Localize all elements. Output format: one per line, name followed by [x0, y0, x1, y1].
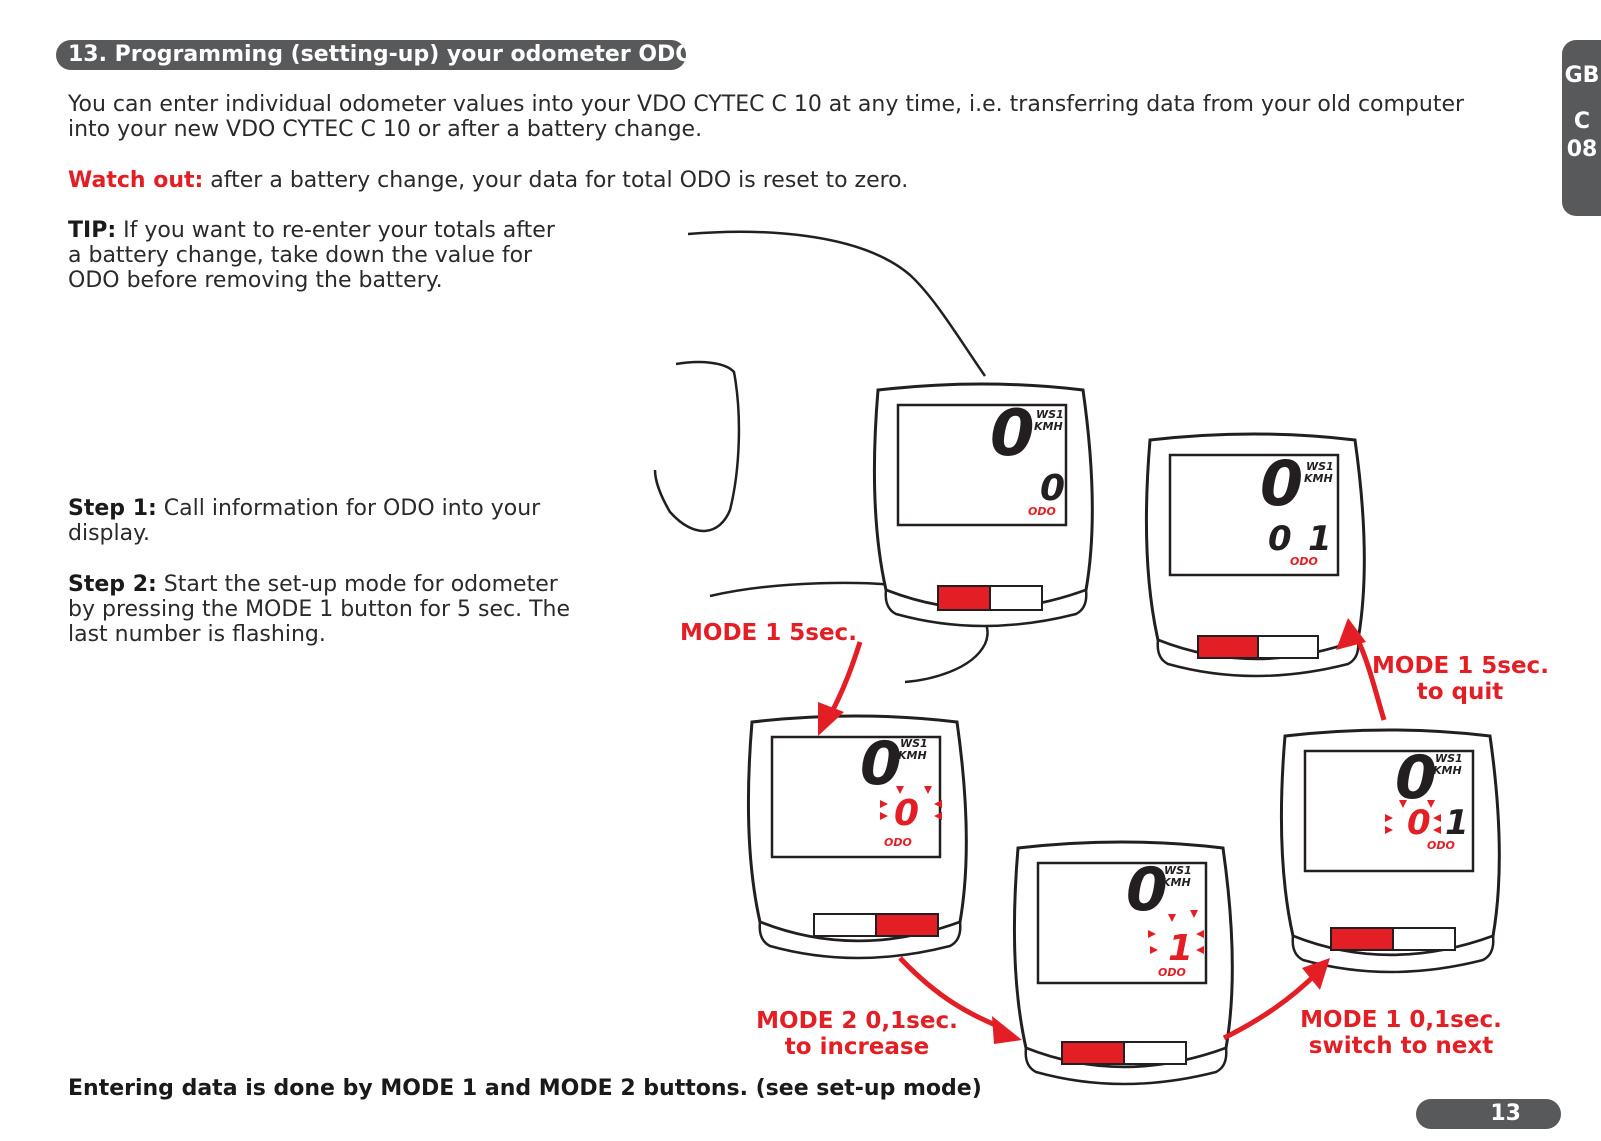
caption-quit-line1: MODE 1 5sec. — [1372, 653, 1549, 679]
watch-out-text: after a battery change, your data for to… — [203, 168, 909, 193]
intro-paragraph: You can enter individual odometer values… — [68, 92, 1465, 142]
caption-quit: MODE 1 5sec. to quit — [1372, 653, 1549, 705]
flash-marks — [1385, 800, 1441, 834]
step-2-label: Step 2: — [68, 572, 157, 597]
chapter-label: C — [1573, 109, 1591, 134]
odo-value: 0 — [1040, 468, 1065, 509]
speed-digit: 0 — [990, 397, 1035, 471]
ws-label: WS1 — [1306, 460, 1334, 473]
caption-switch-next: MODE 1 0,1sec. switch to next — [1296, 1007, 1506, 1059]
page-number: 13 — [1416, 1099, 1561, 1129]
unit-label: KMH — [1034, 420, 1063, 433]
odo-value-first: 0 — [1268, 519, 1292, 559]
lang-label: GB — [1564, 63, 1600, 88]
footer-note: Entering data is done by MODE 1 and MODE… — [68, 1076, 982, 1101]
step-2: Step 2: Start the set-up mode for odomet… — [68, 572, 588, 647]
odo-value-last: 1 — [1308, 519, 1332, 559]
flash-marks — [1148, 910, 1204, 954]
ws-label: WS1 — [1164, 864, 1192, 877]
step-2-text: Start the set-up mode for odometer by pr… — [68, 572, 570, 647]
odo-value-flashing: 0 — [894, 793, 919, 834]
device-5: 0 WS1 KMH 0 1 ODO — [1279, 728, 1501, 974]
speed-digit: 0 — [1260, 447, 1303, 520]
odo-value-first: 0 — [1407, 803, 1431, 843]
speed-digit: 0 — [1126, 855, 1168, 925]
odo-label: ODO — [1028, 505, 1056, 518]
caption-mode1-5sec: MODE 1 5sec. — [680, 620, 857, 646]
odo-label: ODO — [1290, 555, 1318, 568]
caption-increase-line1: MODE 2 0,1sec. — [756, 1008, 958, 1034]
ws-label: WS1 — [1036, 408, 1064, 421]
tip-text: If you want to re-enter your totals afte… — [68, 218, 555, 293]
arrow-enter-setup — [827, 641, 863, 718]
chapter-tab: GB C 08 — [1562, 40, 1601, 216]
odo-label: ODO — [884, 836, 912, 849]
caption-quit-line2: to quit — [1416, 679, 1504, 705]
device-4: 0 WS1 KMH 1 ODO — [1012, 840, 1234, 1086]
flash-marks — [880, 786, 942, 820]
step-1: Step 1: Call information for ODO into yo… — [68, 496, 568, 546]
unit-label: KMH — [898, 749, 927, 762]
arrow-increase — [898, 956, 1004, 1031]
ws-label: WS1 — [900, 737, 928, 750]
arrow-switch-next — [1222, 970, 1320, 1041]
watch-out-label: Watch out: — [68, 168, 204, 193]
unit-label: KMH — [1433, 764, 1462, 777]
unit-label: KMH — [1304, 472, 1333, 485]
device-3: 0 WS1 KMH 0 ODO — [746, 714, 968, 960]
arrowhead-next — [1302, 958, 1330, 990]
speed-digit: 0 — [860, 729, 902, 799]
arrowheads — [818, 618, 1366, 1044]
caption-next-line2: switch to next — [1308, 1033, 1494, 1059]
ws-label: WS1 — [1435, 752, 1463, 765]
watch-out-note: Watch out: after a battery change, your … — [68, 168, 1268, 193]
arrowhead-increase — [992, 1016, 1022, 1044]
odo-value-flashing: 1 — [1168, 928, 1193, 969]
section-title: 13. Programming (setting-up) your odomet… — [56, 40, 694, 70]
chapter-number: 08 — [1566, 137, 1598, 162]
caption-increase-line2: to increase — [784, 1034, 930, 1060]
device-2: 0 WS1 KMH 0 1 ODO — [1144, 432, 1366, 678]
device-1: 0 WS1 KMH 0 ODO — [872, 382, 1094, 628]
unit-label: KMH — [1162, 876, 1191, 889]
tip-label: TIP: — [68, 218, 117, 243]
caption-increase: MODE 2 0,1sec. to increase — [755, 1008, 959, 1060]
arrowhead-enter — [818, 702, 844, 736]
arrowhead-quit — [1336, 618, 1366, 650]
odo-value-last: 1 — [1445, 803, 1469, 843]
caption-next-line1: MODE 1 0,1sec. — [1300, 1007, 1502, 1033]
step-1-label: Step 1: — [68, 496, 157, 521]
odo-label: ODO — [1158, 966, 1186, 979]
odo-label: ODO — [1427, 839, 1455, 852]
tip-note: TIP: If you want to re-enter your totals… — [68, 218, 568, 293]
step-1-text: Call information for ODO into your displ… — [68, 496, 541, 546]
